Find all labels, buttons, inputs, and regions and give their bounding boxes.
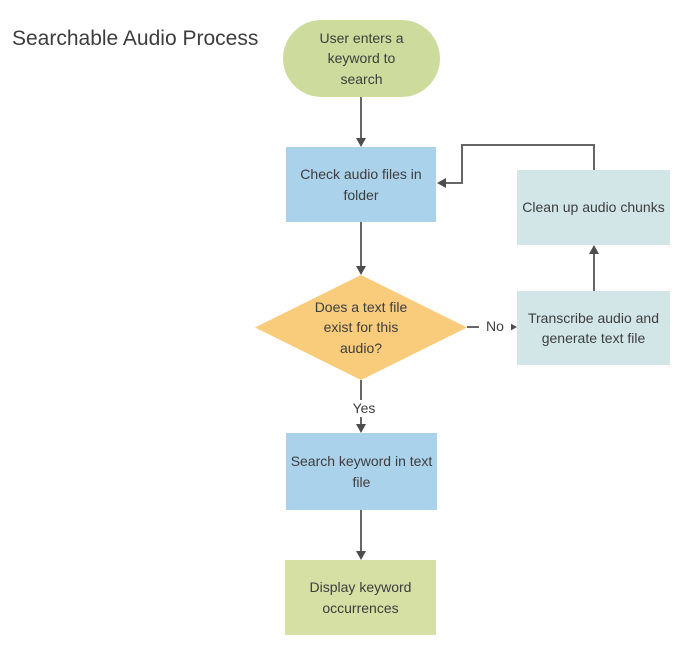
connector-cleanup-feedback-into-check (446, 182, 462, 184)
arrowhead-check-to-decision-icon (356, 266, 366, 275)
connector-cleanup-feedback-up (593, 145, 595, 170)
node-decision-text-file-exists: Does a text file exist for this audio? (255, 275, 467, 380)
edge-label-yes: Yes (345, 400, 383, 417)
arrowhead-start-to-check-icon (356, 138, 366, 147)
arrowhead-transcribe-to-cleanup-icon (589, 245, 599, 254)
node-check-audio-files: Check audio files in folder (286, 147, 436, 222)
node-clean-up-audio-chunks: Clean up audio chunks (517, 170, 670, 245)
connector-check-to-decision (360, 222, 362, 267)
node-check-audio-files-label: Check audio files in folder (300, 166, 422, 203)
node-clean-up-label: Clean up audio chunks (522, 199, 665, 216)
arrowhead-no-to-transcribe-icon (508, 322, 517, 332)
arrowhead-yes-to-search-icon (356, 424, 366, 433)
connector-search-to-display (360, 510, 362, 552)
connector-cleanup-feedback-down (461, 144, 463, 184)
node-start-label: User enters a keyword to search (319, 30, 404, 87)
node-transcribe-audio: Transcribe audio and generate text file (517, 291, 670, 365)
page-title: Searchable Audio Process (12, 27, 259, 50)
node-transcribe-label: Transcribe audio and generate text file (527, 309, 659, 346)
arrowhead-search-to-display-icon (356, 551, 366, 560)
connector-start-to-check (360, 97, 362, 139)
connector-cleanup-feedback-top (461, 144, 595, 146)
node-display-occurrences: Display keyword occurrences (285, 560, 436, 635)
node-start-terminator: User enters a keyword to search (283, 20, 440, 97)
arrowhead-feedback-to-check-icon (437, 178, 446, 188)
node-display-occurrences-label: Display keyword occurrences (309, 579, 412, 616)
node-search-keyword-label: Search keyword in text file (290, 453, 433, 490)
connector-transcribe-to-cleanup (593, 253, 595, 291)
node-decision-label: Does a text file exist for this audio? (314, 299, 408, 356)
node-search-keyword: Search keyword in text file (286, 433, 437, 510)
edge-label-no: No (479, 318, 511, 335)
